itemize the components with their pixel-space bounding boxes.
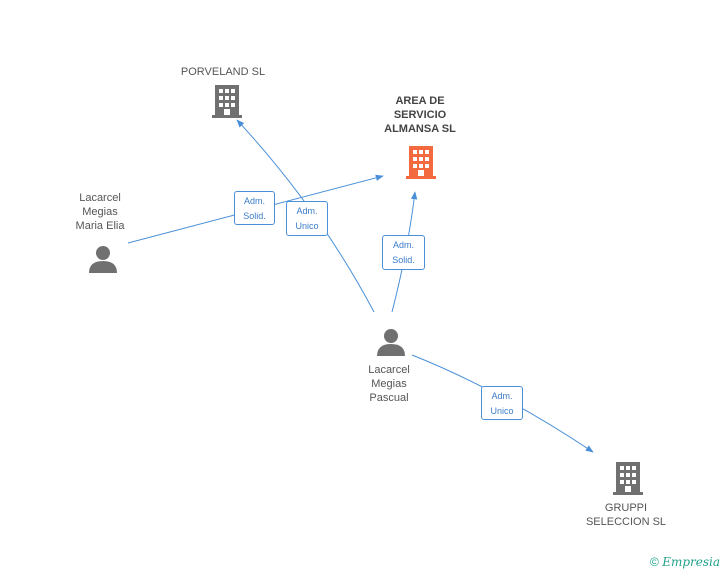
building-icon[interactable] xyxy=(613,462,643,495)
building-icon[interactable] xyxy=(212,85,242,118)
node-label-area-servicio[interactable]: AREA DE SERVICIO ALMANSA SL xyxy=(384,95,456,135)
node-label-pascual[interactable]: Lacarcel Megias Pascual xyxy=(368,364,410,404)
building-icon[interactable] xyxy=(406,146,436,179)
person-icon[interactable] xyxy=(89,246,117,273)
node-label-maria-elia[interactable]: Lacarcel Megias Maria Elia xyxy=(75,192,125,232)
edge-label: Adm. Unico xyxy=(481,386,523,420)
node-label-gruppi[interactable]: GRUPPI SELECCION SL xyxy=(585,502,667,528)
edge-label: Adm. Unico xyxy=(286,201,328,236)
empresia-credit: © Empresia xyxy=(650,555,720,569)
person-icon[interactable] xyxy=(377,329,405,356)
edge-label: Adm. Solid. xyxy=(382,235,425,270)
copyright-symbol: © xyxy=(650,555,659,569)
edge-label: Adm. Solid. xyxy=(234,191,275,225)
empresia-logo: Empresia xyxy=(662,555,720,569)
node-label-porveland[interactable]: PORVELAND SL xyxy=(180,66,266,78)
